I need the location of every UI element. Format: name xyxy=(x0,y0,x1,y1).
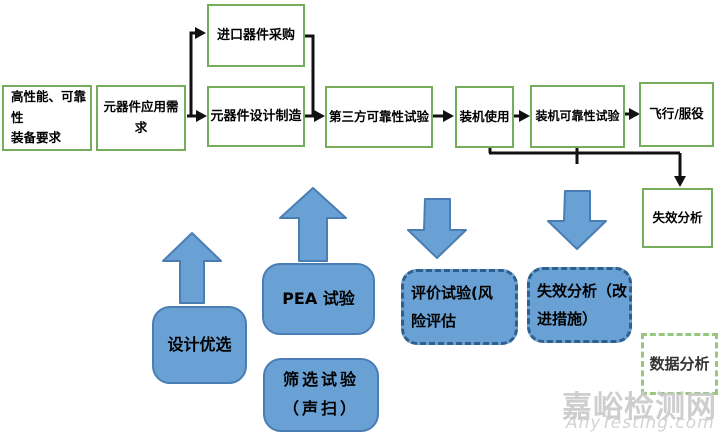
node-data-analysis: 数据分析 xyxy=(641,333,718,395)
node-installation-use: 装机使用 xyxy=(455,86,514,148)
arrowhead-to-design xyxy=(196,110,207,122)
node-failure-analysis-improvement: 失效分析（改 进措施） xyxy=(527,267,632,343)
blue-block-arrows xyxy=(162,187,607,304)
node-flight-service: 飞行/服役 xyxy=(639,82,714,147)
node-imported-parts-procurement: 进口器件采购 xyxy=(207,4,305,67)
node-failure-analysis: 失效分析 xyxy=(642,188,713,248)
arrowhead-to-install xyxy=(443,110,454,122)
arrow-app-to-import-line xyxy=(189,31,196,116)
arrowhead-to-import xyxy=(195,27,206,39)
node-component-design-manufacture: 元器件设计制造 xyxy=(207,86,305,147)
node-design-optimization: 设计优选 xyxy=(152,306,247,384)
arrowhead-to-failure xyxy=(674,176,686,187)
blue-up-arrow-pea xyxy=(279,187,347,262)
node-third-party-reliability-test: 第三方可靠性试验 xyxy=(325,86,433,148)
arrowhead-to-install-rel xyxy=(519,110,530,122)
watermark-site-url: AnyTesting.com xyxy=(566,413,715,433)
arrowhead-to-flight xyxy=(629,108,640,120)
blue-down-arrow-failure-improve xyxy=(547,190,607,250)
arrowhead-to-thirdparty xyxy=(314,110,325,122)
black-connector-lines xyxy=(187,31,682,177)
node-component-application-demand: 元器件应用需求 xyxy=(96,85,186,151)
node-evaluation-test: 评价试验(风 险评估 xyxy=(401,269,518,345)
blue-up-arrow-design-opt xyxy=(162,232,222,304)
node-pea-test: PEA 试验 xyxy=(262,263,375,335)
node-screening-test: 筛选试验 （声扫） xyxy=(263,358,379,432)
black-arrowheads xyxy=(195,27,686,187)
arrow-import-down-line xyxy=(305,34,315,116)
watermark-site-name: 嘉峪检测网 xyxy=(562,390,717,425)
blue-down-arrow-eval xyxy=(407,198,467,259)
node-installed-reliability-test: 装机可靠性试验 xyxy=(530,85,625,148)
node-high-performance-requirements: 高性能、可靠性 装备要求 xyxy=(2,85,92,151)
